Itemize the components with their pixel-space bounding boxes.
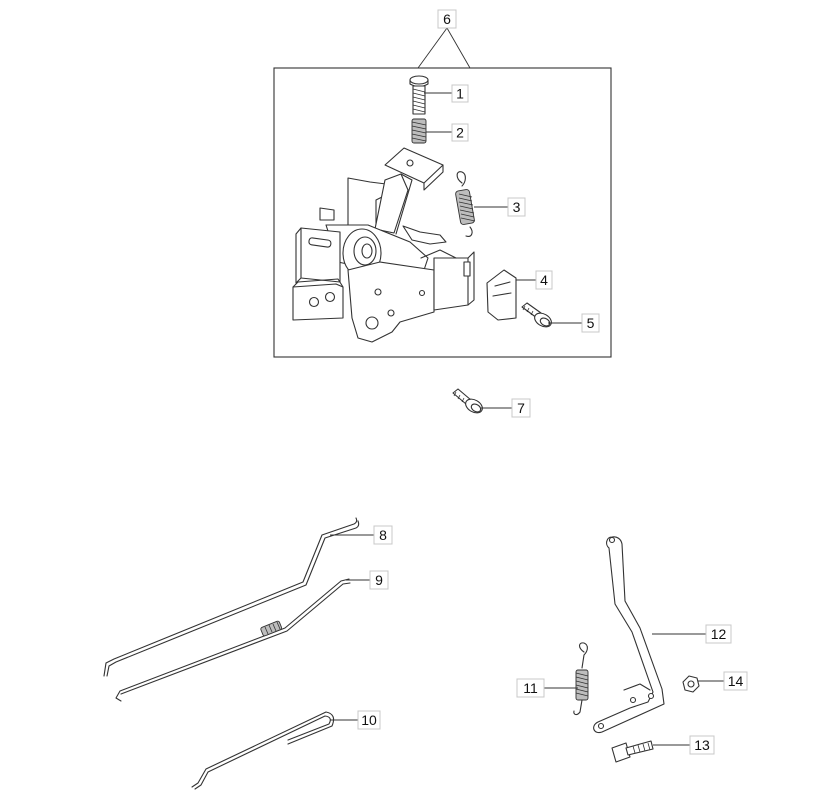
callout-7: 7: [511, 398, 531, 418]
callout-3: 3: [507, 197, 526, 217]
callout-leaders: [330, 92, 724, 746]
callout-4: 4: [535, 270, 553, 290]
svg-text:12: 12: [711, 626, 727, 642]
callout-1: 1: [451, 84, 469, 103]
callout-10: 10: [357, 710, 381, 730]
part-12-lever: [593, 536, 665, 734]
part-3-extension-spring: [455, 171, 476, 237]
svg-text:5: 5: [587, 315, 595, 331]
svg-text:8: 8: [379, 527, 387, 543]
svg-text:3: 3: [513, 199, 521, 215]
part-13-carriage-bolt: [611, 740, 654, 763]
assembly-leader-lines: [417, 27, 471, 69]
svg-text:2: 2: [456, 125, 464, 141]
part-4-clip: [486, 269, 517, 321]
callout-9: 9: [369, 570, 389, 590]
part-10-bent-rod: [191, 711, 335, 790]
part-14-nut: [682, 675, 700, 693]
callout-11: 11: [516, 678, 545, 698]
callout-2: 2: [451, 123, 469, 142]
svg-text:11: 11: [523, 680, 538, 696]
part-11-extension-spring: [573, 642, 589, 716]
svg-text:10: 10: [361, 712, 377, 728]
svg-text:1: 1: [456, 86, 464, 102]
part-2-spring: [411, 118, 427, 144]
callout-8: 8: [373, 525, 393, 545]
callout-13: 13: [689, 735, 715, 755]
callout-5: 5: [581, 313, 600, 333]
part-5-bolt: [521, 302, 552, 328]
svg-text:6: 6: [443, 11, 451, 27]
part-1-screw: [409, 75, 429, 115]
part-8-rod: [103, 517, 360, 677]
svg-text:9: 9: [375, 572, 383, 588]
part-9-spring-rod: [115, 578, 351, 702]
svg-text:4: 4: [540, 272, 548, 288]
svg-text:14: 14: [728, 673, 744, 689]
assembly-frame: [273, 67, 612, 358]
part-7-bolt: [452, 388, 483, 414]
callout-14: 14: [723, 671, 748, 691]
callout-12: 12: [705, 624, 732, 644]
svg-text:13: 13: [694, 737, 710, 753]
callout-6: 6: [437, 9, 457, 29]
svg-text:7: 7: [517, 400, 525, 416]
control-bracket: [292, 147, 475, 343]
